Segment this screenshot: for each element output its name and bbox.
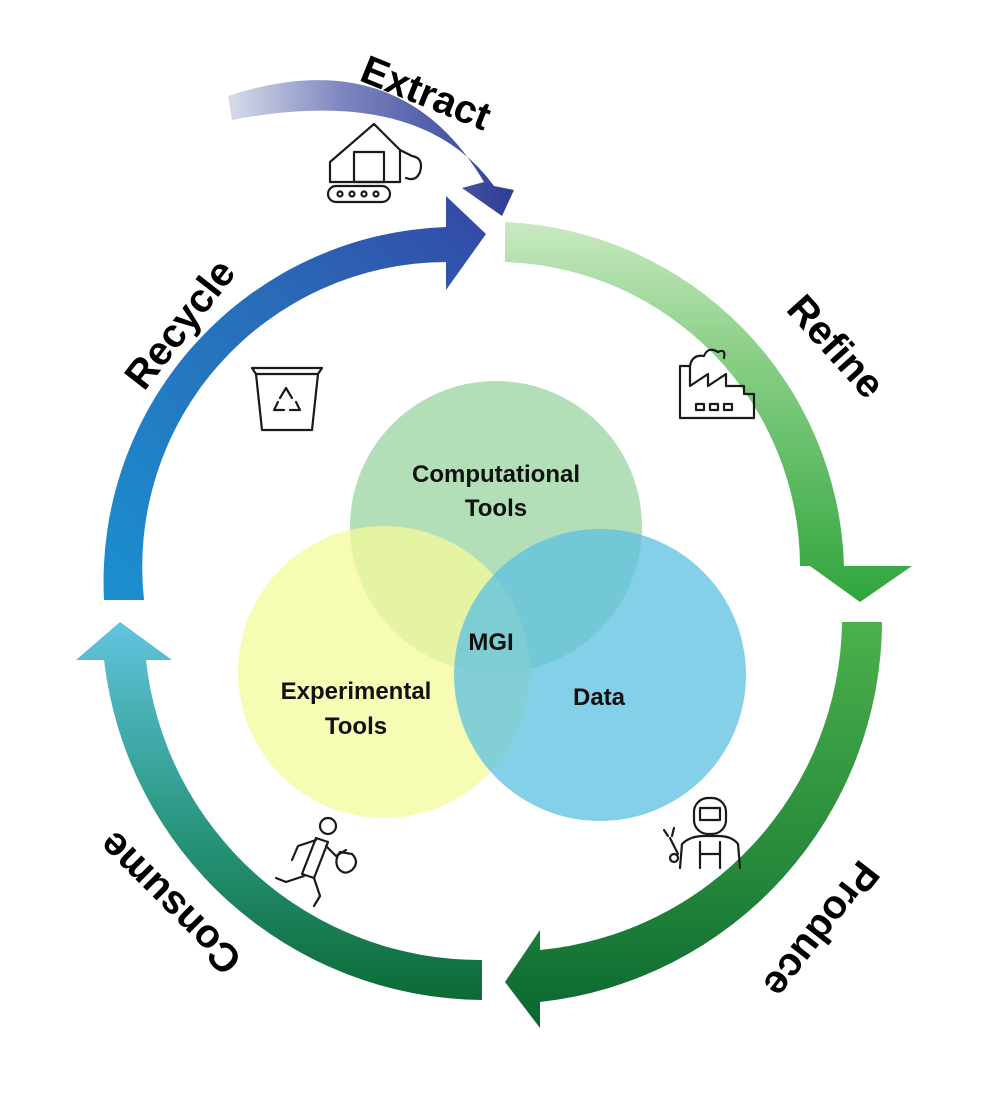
shopper-icon (274, 816, 358, 908)
welder-icon (662, 796, 742, 870)
experimental-tools-label-line1: Experimental (281, 678, 432, 705)
consume-arrow (76, 622, 482, 1000)
extract-arrow (228, 80, 514, 216)
computational-tools-label-line2: Tools (465, 495, 527, 522)
produce-arrow (505, 622, 882, 1028)
refine-label: Refine (778, 287, 892, 407)
data-label: Data (573, 684, 626, 711)
experimental-tools-circle (238, 526, 530, 818)
experimental-tools-label-line2: Tools (325, 713, 387, 740)
mgi-label: MGI (468, 629, 513, 656)
data-circle (454, 529, 746, 821)
factory-icon (678, 348, 756, 420)
computational-tools-label-line1: Computational (412, 461, 580, 488)
refine-arrow (505, 222, 912, 602)
recycle-bin-icon (250, 366, 324, 432)
excavator-icon (326, 122, 423, 204)
recycle-arrow (103, 196, 486, 600)
